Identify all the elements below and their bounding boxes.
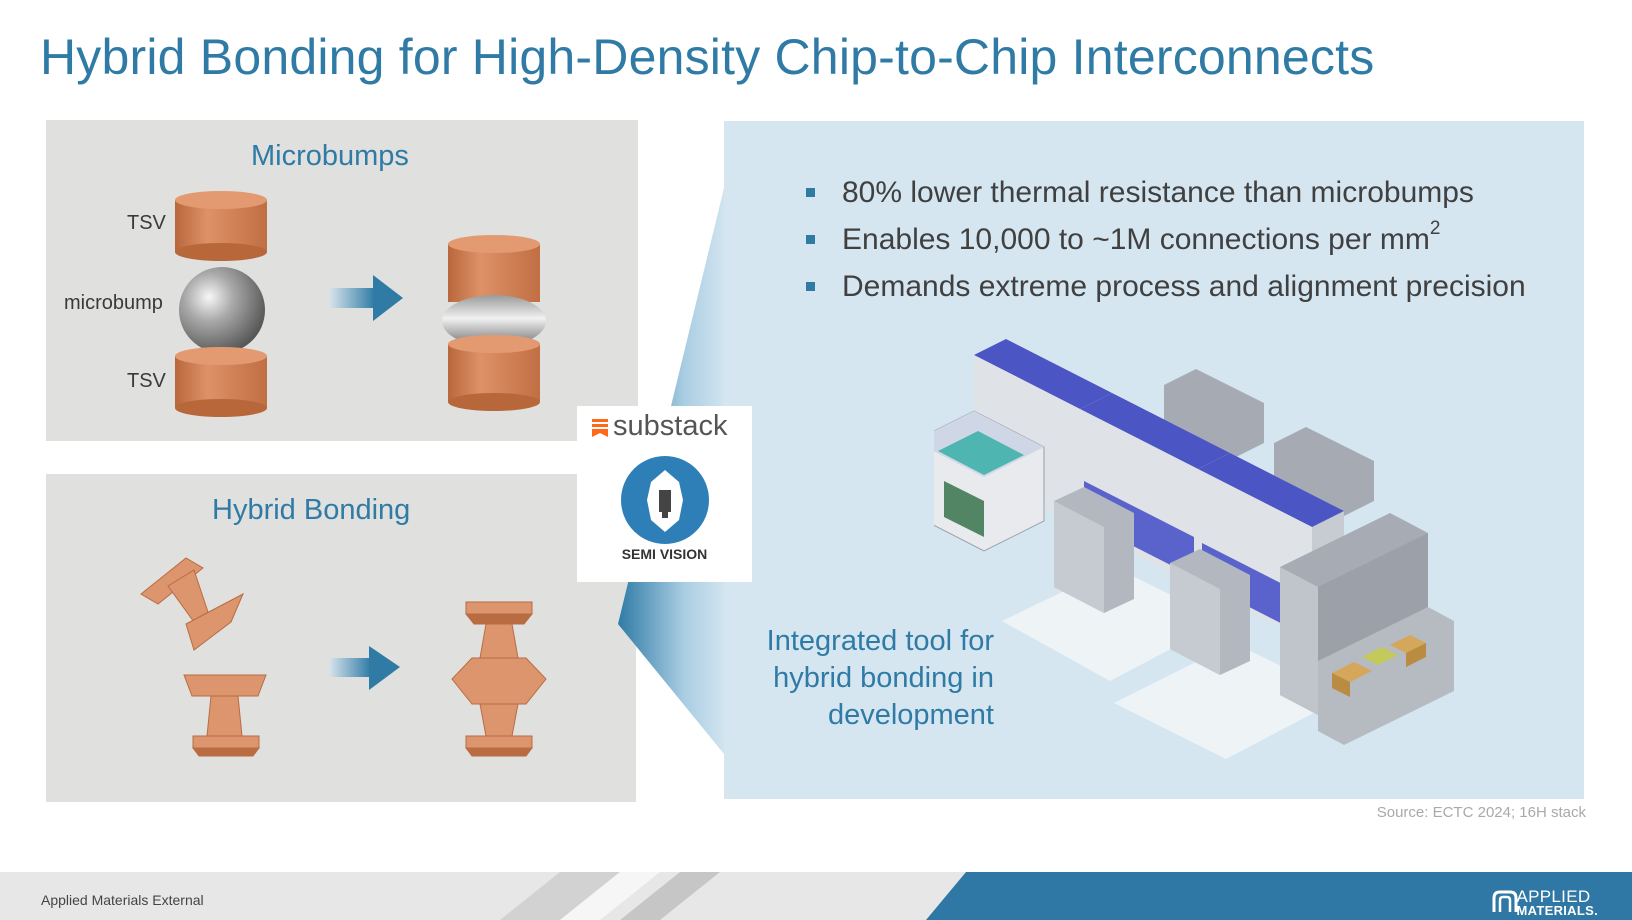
bonded-top-pillar <box>448 235 540 302</box>
squished-bump <box>442 295 546 347</box>
microbumps-title: Microbumps <box>251 140 409 172</box>
semi-vision-logo-icon <box>621 456 709 544</box>
tilted-top-die <box>140 557 245 651</box>
hybrid-bonding-title: Hybrid Bonding <box>212 494 411 526</box>
substack-logo-icon <box>592 419 608 437</box>
benefit-item: Enables 10,000 to ~1M connections per mm… <box>804 216 1526 263</box>
tsv-top-pillar <box>175 191 267 261</box>
tsv-label-top: TSV <box>127 212 166 234</box>
substack-brand: substack <box>613 410 728 442</box>
bonded-stack <box>451 601 547 757</box>
source-note: Source: ECTC 2024; 16H stack <box>1376 804 1586 821</box>
applied-materials-logo: APPLIED MATERIALS. <box>1516 887 1598 918</box>
benefit-item: 80% lower thermal resistance than microb… <box>804 169 1526 216</box>
hybrid-bonding-tool-image <box>934 339 1454 759</box>
slide-title: Hybrid Bonding for High-Density Chip-to-… <box>40 29 1375 85</box>
applied-materials-logo-icon <box>1492 890 1518 912</box>
bonded-bottom-pillar <box>448 335 540 411</box>
tsv-bottom-pillar <box>175 347 267 417</box>
microbumps-panel: Microbumps TSV microbump TSV <box>46 120 638 441</box>
tool-caption: Integrated tool for hybrid bonding in de… <box>766 625 994 731</box>
benefits-list: 80% lower thermal resistance than microb… <box>804 169 1526 310</box>
tsv-label-bottom: TSV <box>127 370 166 392</box>
slide-footer: Applied Materials External APPLIED MATER… <box>0 872 1632 920</box>
semi-vision-label: SEMI VISION <box>621 546 708 562</box>
substack-watermark: substack SEMI VISION <box>577 406 752 582</box>
hybrid-bonding-panel: Hybrid Bonding <box>46 474 636 802</box>
hybrid-bonding-diagram <box>140 557 547 757</box>
bullet-square-icon <box>806 282 815 291</box>
hybrid-arrow <box>329 646 400 690</box>
footer-band <box>500 872 1632 920</box>
bottom-die <box>183 674 267 757</box>
microbump-diagram <box>175 191 546 417</box>
classification-label: Applied Materials External <box>41 892 204 908</box>
benefits-panel: 80% lower thermal resistance than microb… <box>724 121 1584 799</box>
benefit-item: Demands extreme process and alignment pr… <box>804 263 1526 310</box>
bullet-square-icon <box>806 235 815 244</box>
microbump-label: microbump <box>64 292 163 314</box>
bullet-square-icon <box>806 188 815 197</box>
solder-ball <box>179 267 265 353</box>
microbump-arrow <box>329 275 403 321</box>
